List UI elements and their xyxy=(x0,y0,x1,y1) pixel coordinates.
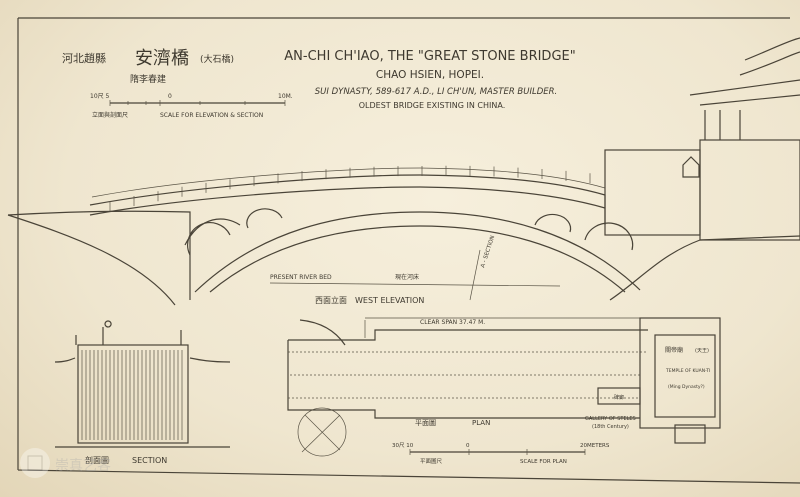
bridge-elevation xyxy=(7,165,800,306)
dynasty-line: SUI DYNASTY, 589-617 A.D., LI CH'UN, MAS… xyxy=(315,87,558,97)
chinese-stele: 碑廊 xyxy=(614,394,624,401)
chinese-location: 河北趙縣 xyxy=(62,51,106,65)
river-bed-label: PRESENT RIVER BED xyxy=(270,274,332,281)
temple-date: (Ming Dynasty?) xyxy=(668,384,705,390)
svg-text:0: 0 xyxy=(466,443,470,449)
chinese-temple: 關帝廟 xyxy=(665,346,683,354)
section-chinese-title: 剖面圖 xyxy=(85,455,109,465)
plan-scale: 30尺 10 0 20METERS 平面圖尺 SCALE FOR PLAN xyxy=(392,442,610,465)
svg-text:30尺 10: 30尺 10 xyxy=(392,442,414,449)
drawing-location: CHAO HSIEN, HOPEI. xyxy=(376,69,484,81)
svg-text:20METERS: 20METERS xyxy=(580,443,610,449)
svg-text:SCALE FOR PLAN: SCALE FOR PLAN xyxy=(520,459,567,465)
elevation-chinese-title: 西面立面 xyxy=(315,295,347,305)
plan-chinese-title: 平面圖 xyxy=(415,419,436,427)
svg-text:SCALE FOR ELEVATION & SECTION: SCALE FOR ELEVATION & SECTION xyxy=(160,112,263,119)
section-drawing xyxy=(54,320,231,448)
chinese-alt-name: (大石橋) xyxy=(200,53,234,65)
svg-text:10M.: 10M. xyxy=(278,93,293,100)
river-bed-line xyxy=(269,282,561,287)
chinese-dynasty: 隋李春建 xyxy=(130,73,166,85)
gallery-date: (18th Century) xyxy=(592,424,629,430)
drawing-title: AN-CHI CH'IAO, THE "GREAT STONE BRIDGE" xyxy=(284,49,575,64)
elevation-title: WEST ELEVATION xyxy=(355,296,424,305)
temple-label: TEMPLE OF KUAN-TI xyxy=(665,368,710,374)
svg-text:10尺 5: 10尺 5 xyxy=(90,93,110,100)
plan-title: PLAN xyxy=(472,419,490,427)
svg-text:0: 0 xyxy=(168,93,172,100)
chinese-bridge-name: 安濟橋 xyxy=(135,48,189,69)
svg-text:平面圖尺: 平面圖尺 xyxy=(420,458,443,465)
pavilion xyxy=(604,37,800,241)
section-mark: A - SECTION xyxy=(480,235,496,269)
gallery-label: GALLERY OF STELES xyxy=(585,416,636,422)
plan-drawing xyxy=(287,317,721,457)
section-line xyxy=(469,249,481,301)
watermark: 崇真艺客 xyxy=(20,448,111,478)
frame-border xyxy=(17,17,800,484)
clear-span-label: CLEAR SPAN 37.47 M. xyxy=(420,319,485,326)
section-title: SECTION xyxy=(132,456,167,465)
svg-text:崇真艺客: 崇真艺客 xyxy=(55,457,111,474)
chinese-river-bed-label: 現在河床 xyxy=(395,273,419,281)
chinese-temple-side: (天王) xyxy=(695,348,709,354)
bridge-note: OLDEST BRIDGE EXISTING IN CHINA. xyxy=(359,101,506,110)
elevation-scale: 10尺 5 0 10M. 立面與剖面尺 SCALE FOR ELEVATION … xyxy=(90,93,293,119)
svg-text:立面與剖面尺: 立面與剖面尺 xyxy=(92,111,128,119)
